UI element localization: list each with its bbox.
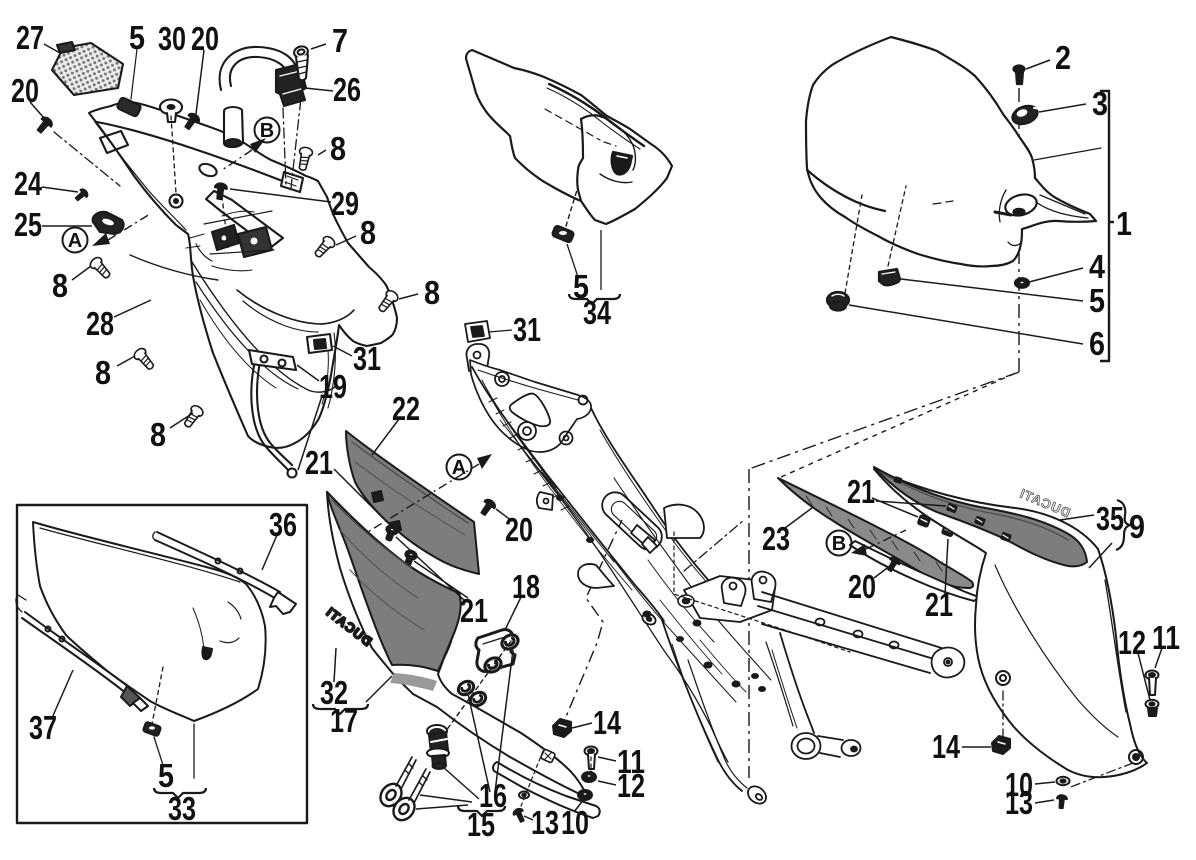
svg-text:37: 37 [29,709,57,746]
svg-text:31: 31 [513,311,541,348]
svg-text:8: 8 [52,267,68,304]
svg-text:11: 11 [617,743,645,780]
svg-text:8: 8 [424,274,440,311]
svg-text:12: 12 [1118,624,1146,661]
svg-text:17: 17 [330,702,358,739]
svg-text:13: 13 [531,804,559,841]
svg-text:21: 21 [847,473,875,510]
svg-text:B: B [260,120,274,142]
svg-text:8: 8 [150,416,166,453]
svg-text:14: 14 [932,728,960,765]
svg-text:20: 20 [191,20,219,57]
svg-text:11: 11 [1152,619,1180,656]
svg-text:1: 1 [1116,205,1132,242]
svg-text:20: 20 [848,568,876,605]
svg-text:26: 26 [333,71,361,108]
svg-text:18: 18 [512,568,540,605]
svg-text:8: 8 [330,130,346,167]
svg-text:21: 21 [925,586,953,623]
svg-text:22: 22 [392,390,420,427]
svg-text:8: 8 [95,354,111,391]
svg-text:25: 25 [14,206,42,243]
svg-text:16: 16 [479,777,507,814]
svg-text:20: 20 [505,511,533,548]
svg-text:5: 5 [129,19,145,56]
svg-text:A: A [452,457,466,479]
svg-text:23: 23 [762,520,790,557]
svg-text:33: 33 [168,790,196,827]
svg-text:14: 14 [593,704,621,741]
svg-text:B: B [832,533,846,555]
svg-text:20: 20 [11,72,39,109]
svg-text:32: 32 [320,674,348,711]
svg-text:3: 3 [1092,85,1108,122]
svg-text:9: 9 [1129,508,1145,545]
svg-text:24: 24 [14,165,42,202]
svg-text:31: 31 [353,340,381,377]
svg-text:29: 29 [331,185,359,222]
svg-text:7: 7 [332,22,348,59]
svg-text:28: 28 [86,305,114,342]
svg-text:34: 34 [583,294,611,331]
svg-text:30: 30 [158,20,186,57]
svg-text:13: 13 [1005,784,1033,821]
svg-text:21: 21 [305,444,333,481]
svg-text:27: 27 [16,19,44,56]
svg-text:36: 36 [269,506,297,543]
svg-text:2: 2 [1055,39,1071,76]
svg-text:21: 21 [460,592,488,629]
svg-text:35: 35 [1096,500,1124,537]
svg-text:4: 4 [1089,248,1106,285]
svg-text:10: 10 [1005,766,1033,803]
svg-text:6: 6 [1089,325,1105,362]
svg-text:8: 8 [360,214,376,251]
svg-text:5: 5 [158,757,174,794]
svg-text:12: 12 [617,767,645,804]
svg-text:19: 19 [319,368,347,405]
svg-text:10: 10 [561,804,589,841]
svg-text:5: 5 [1089,282,1105,319]
svg-text:A: A [68,230,82,252]
svg-text:5: 5 [573,268,589,305]
svg-text:15: 15 [467,806,495,843]
